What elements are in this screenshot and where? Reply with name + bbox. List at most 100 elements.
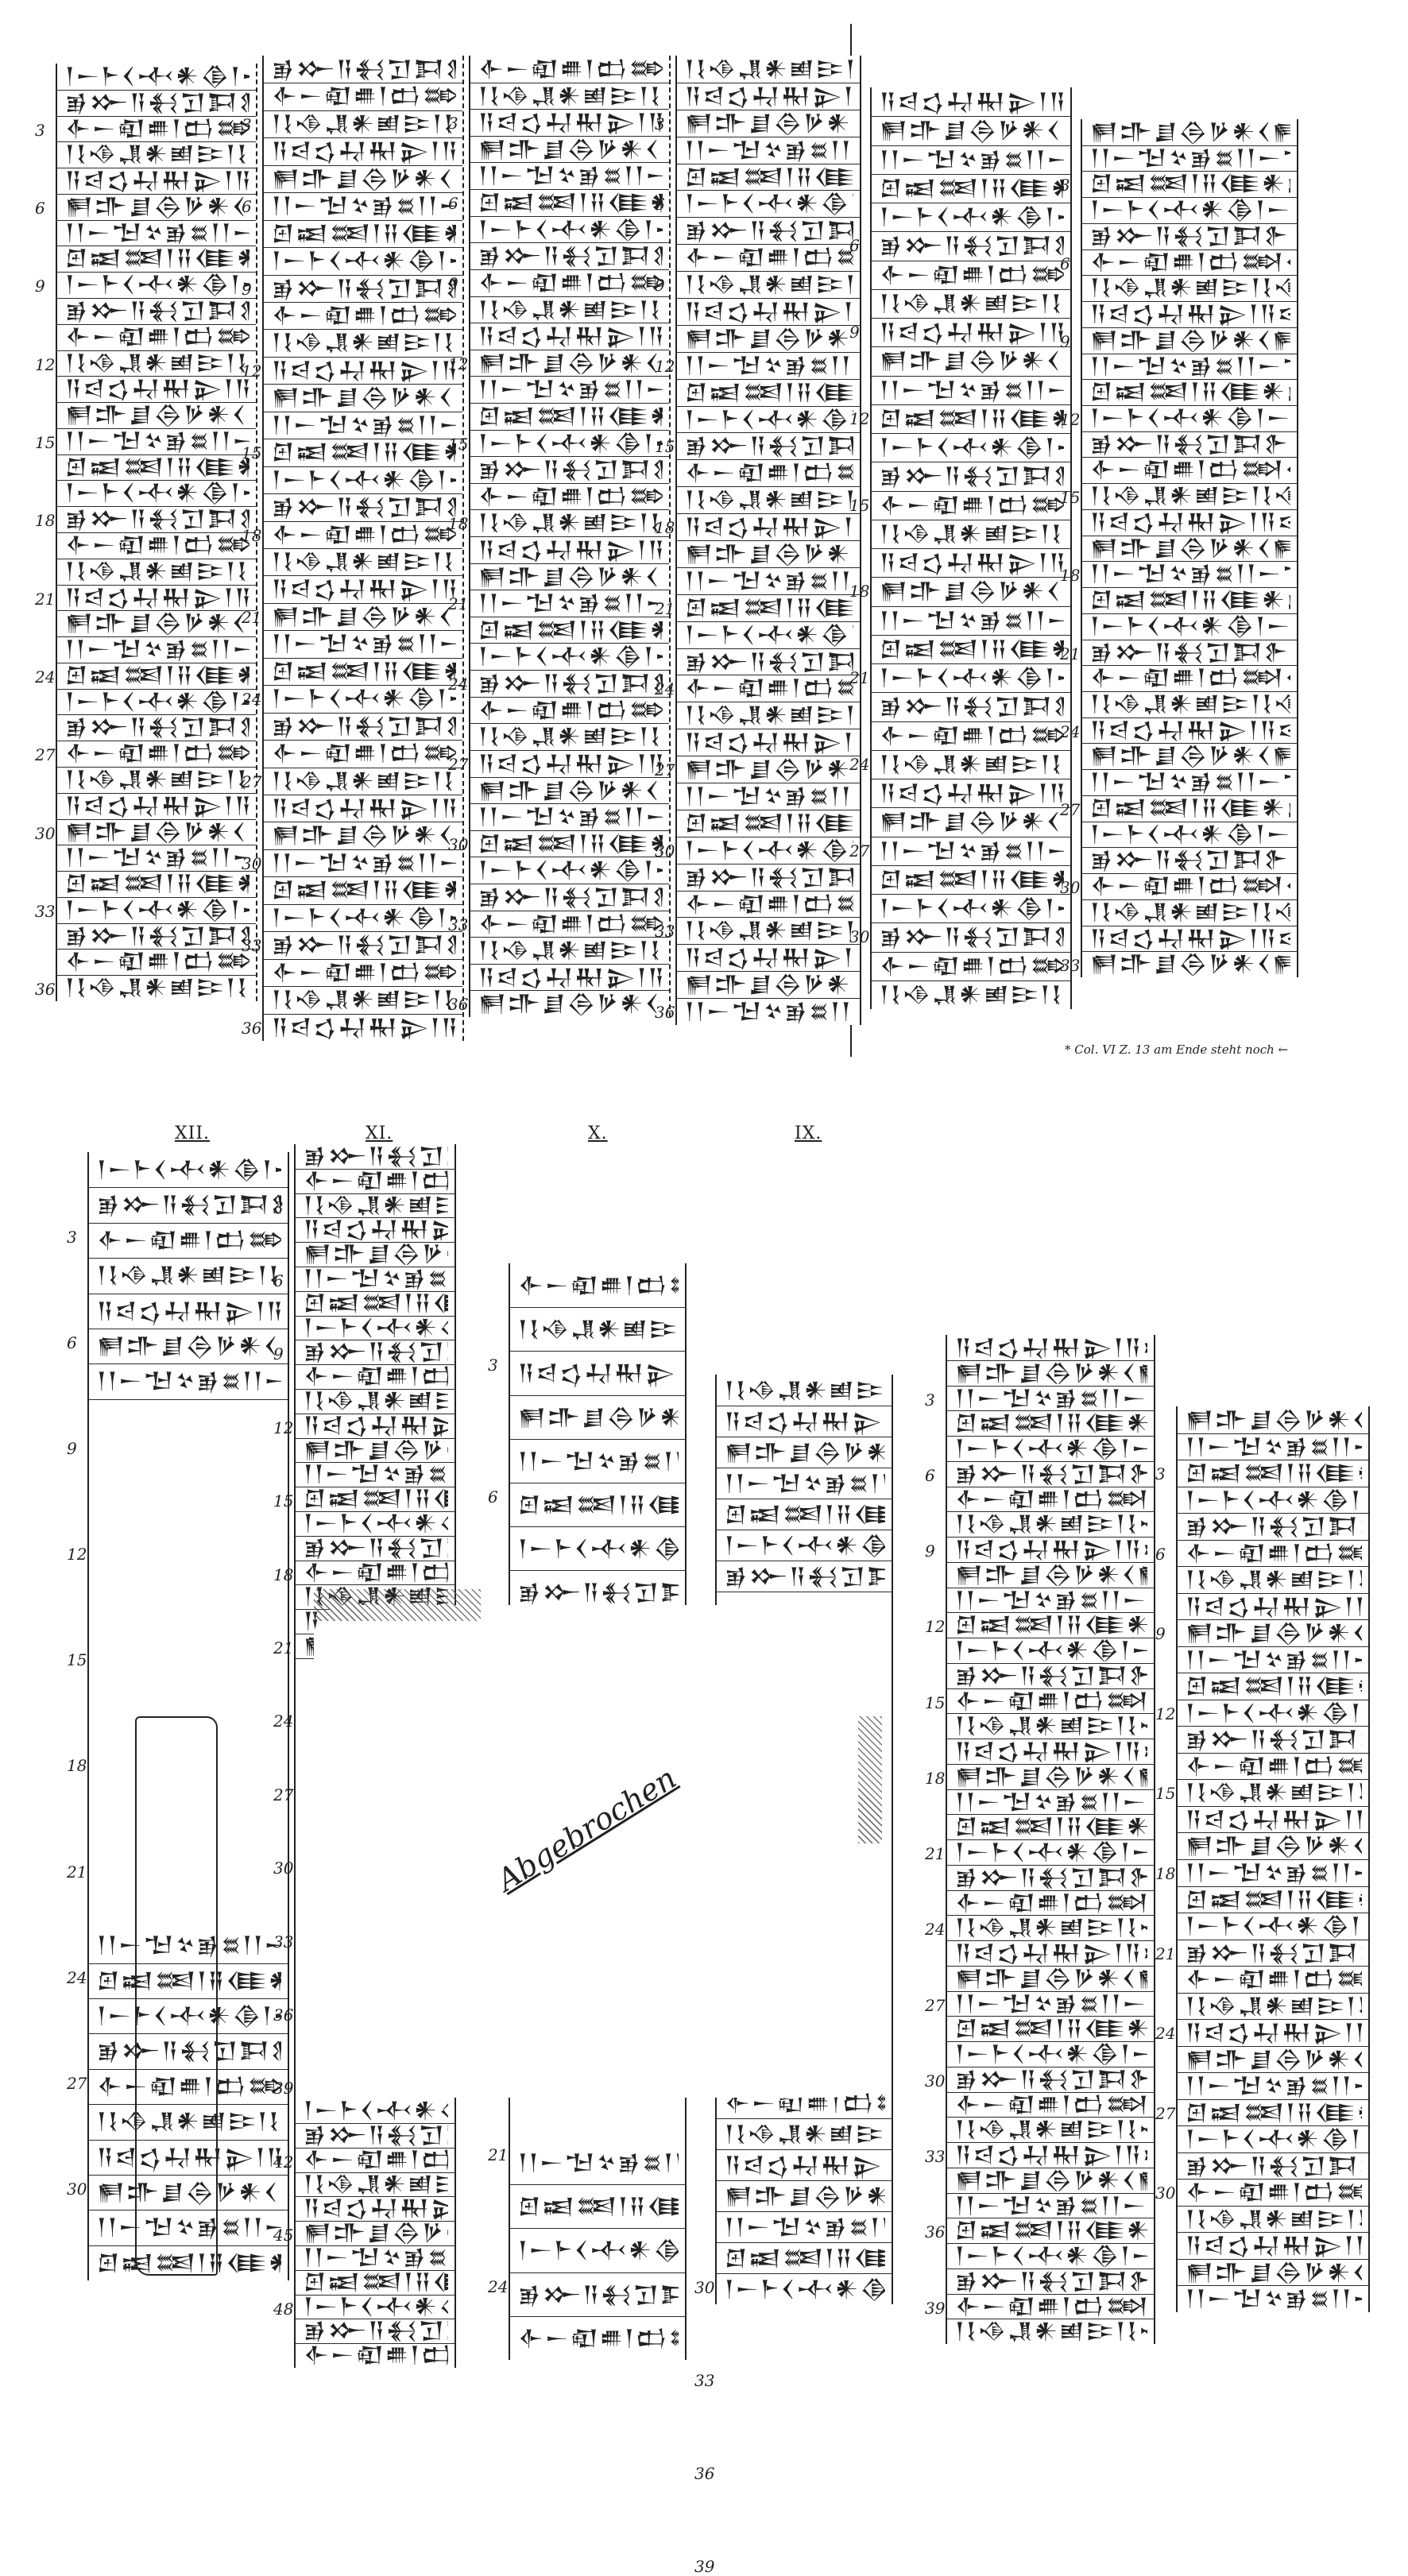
line-ruling bbox=[470, 376, 669, 377]
line-number: 3 bbox=[35, 120, 45, 140]
cuneiform-line: 𒀀𒁀𒌓𒄷𒊑𒉌𒁹𒀀𒁀𒌓𒄷𒊑𒉌𒁹 bbox=[65, 586, 249, 609]
line-ruling bbox=[57, 272, 256, 273]
line-ruling bbox=[264, 657, 462, 659]
line-ruling bbox=[264, 274, 462, 276]
cuneiform-line: 𒁹𒁹𒀸𒈠𒆳𒂊𒊺𒁹𒁹𒀸𒈠𒆳𒂊𒊺 bbox=[478, 591, 663, 615]
cuneiform-line: 𒁹𒀸𒈨𒌋𒋾𒀭𒆠𒁹𒀸𒈨𒌋𒋾𒀭𒆠 bbox=[518, 2237, 679, 2264]
cuneiform-line: 𒅆𒀸𒊏𒌑𒁹𒆗𒇷𒅆𒀸𒊏𒌑𒁹𒆗𒇷 bbox=[304, 2345, 448, 2366]
cuneiform-line: 𒁹𒀸𒈨𒌋𒋾𒀭𒆠𒁹𒀸𒈨𒌋𒋾𒀭𒆠 bbox=[65, 482, 249, 505]
line-ruling bbox=[1082, 405, 1297, 406]
cuneiform-line: 𒁹𒋙𒈾𒂗𒀭𒅖𒄿𒁹𒋙𒈾𒂗𒀭𒅖𒄿 bbox=[97, 2108, 281, 2135]
cuneiform-line: 𒁹𒀸𒈨𒌋𒋾𒀭𒆠𒁹𒀸𒈨𒌋𒋾𒀭𒆠 bbox=[65, 898, 249, 922]
line-ruling bbox=[872, 951, 1070, 953]
line-ruling bbox=[947, 1839, 1154, 1840]
cuneiform-line: 𒁹𒋙𒈾𒂗𒀭𒅖𒄿𒁹𒋙𒈾𒂗𒀭𒅖𒄿 bbox=[272, 550, 456, 574]
line-ruling bbox=[872, 605, 1070, 607]
cuneiform-line: 𒁹𒁹𒀸𒈠𒆳𒂊𒊺𒁹𒁹𒀸𒈠𒆳𒂊𒊺 bbox=[1090, 354, 1290, 378]
line-ruling bbox=[677, 621, 860, 622]
line-ruling bbox=[1178, 1779, 1368, 1781]
cuneiform-line: 𒅆𒀸𒊏𒌑𒁹𒆗𒇷𒅆𒀸𒊏𒌑𒁹𒆗𒇷 bbox=[65, 534, 249, 557]
cuneiform-line: 𒁹𒀸𒈨𒌋𒋾𒀭𒆠𒁹𒀸𒈨𒌋𒋾𒀭𒆠 bbox=[685, 837, 853, 862]
line-ruling bbox=[470, 643, 669, 644]
cuneiform-line: 𒂊𒁍𒀀𒈬𒋛𒁕𒉿𒂊𒁍𒀀𒈬𒋛𒁕𒉿 bbox=[478, 458, 663, 482]
cuneiform-line: 𒀀𒁀𒌓𒄷𒊑𒉌𒁹𒀀𒁀𒌓𒄷𒊑𒉌𒁹 bbox=[518, 1360, 679, 1387]
cuneiform-line: 𒁹𒁹𒀸𒈠𒆳𒂊𒊺𒁹𒁹𒀸𒈠𒆳𒂊𒊺 bbox=[955, 1790, 1147, 1813]
line-number: 24 bbox=[273, 1712, 294, 1731]
line-ruling bbox=[264, 356, 462, 358]
line-ruling bbox=[1082, 431, 1297, 432]
cuneiform-line: 𒇻𒀜𒌅𒁹𒍝𒈪𒀭𒇻𒀜𒌅𒁹𒍝𒈪𒀭 bbox=[518, 2193, 679, 2220]
cuneiform-line: 𒀀𒁀𒌓𒄷𒊑𒉌𒁹𒀀𒁀𒌓𒄷𒊑𒉌𒁹 bbox=[65, 377, 249, 401]
line-ruling bbox=[296, 2343, 455, 2345]
cuneiform-line: 𒂊𒁍𒀀𒈬𒋛𒁕𒉿𒂊𒁍𒀀𒈬𒋛𒁕𒉿 bbox=[880, 463, 1064, 489]
line-ruling bbox=[947, 1713, 1154, 1715]
line-ruling bbox=[89, 1222, 288, 1224]
line-number: 9 bbox=[448, 273, 458, 293]
cuneiform-line: 𒁹𒁹𒀸𒈠𒆳𒂊𒊺𒁹𒁹𒀸𒈠𒆳𒂊𒊺 bbox=[1186, 2287, 1362, 2311]
line-ruling bbox=[264, 740, 462, 741]
cuneiform-line: 𒀀𒁀𒌓𒄷𒊑𒉌𒁹𒀀𒁀𒌓𒄷𒊑𒉌𒁹 bbox=[955, 1336, 1147, 1359]
line-ruling bbox=[57, 115, 256, 117]
line-ruling bbox=[296, 2123, 455, 2124]
cuneiform-line: 𒂍𒈥𒋗𒁲𒃻𒀭𒌋𒂍𒈥𒋗𒁲𒃻𒀭𒌋 bbox=[1186, 1834, 1362, 1858]
line-ruling bbox=[947, 1511, 1154, 1513]
line-ruling bbox=[872, 404, 1070, 405]
line-ruling bbox=[470, 963, 669, 965]
line-ruling bbox=[57, 89, 256, 91]
line-ruling bbox=[677, 917, 860, 919]
cuneiform-line: 𒇻𒀜𒌅𒁹𒍝𒈪𒀭𒇻𒀜𒌅𒁹𒍝𒈪𒀭 bbox=[65, 247, 249, 271]
line-ruling bbox=[1178, 2019, 1368, 2021]
cuneiform-line: 𒂍𒈥𒋗𒁲𒃻𒀭𒌋𒂍𒈥𒋗𒁲𒃻𒀭𒌋 bbox=[685, 542, 853, 566]
line-ruling bbox=[717, 2273, 892, 2274]
cuneiform-line: 𒇻𒀜𒌅𒁹𒍝𒈪𒀭𒇻𒀜𒌅𒁹𒍝𒈪𒀭 bbox=[725, 1501, 885, 1527]
cuneiform-line: 𒂍𒈥𒋗𒁲𒃻𒀭𒌋𒂍𒈥𒋗𒁲𒃻𒀭𒌋 bbox=[1186, 1408, 1362, 1432]
line-number: 45 bbox=[273, 2226, 294, 2245]
cuneiform-line: 𒁹𒁹𒀸𒈠𒆳𒂊𒊺𒁹𒁹𒀸𒈠𒆳𒂊𒊺 bbox=[880, 377, 1064, 403]
line-number: 18 bbox=[849, 582, 870, 601]
line-ruling bbox=[1178, 1566, 1368, 1568]
cuneiform-line: 𒀀𒁀𒌓𒄷𒊑𒉌𒁹𒀀𒁀𒌓𒄷𒊑𒉌𒁹 bbox=[272, 139, 456, 164]
cuneiform-line: 𒅆𒀸𒊏𒌑𒁹𒆗𒇷𒅆𒀸𒊏𒌑𒁹𒆗𒇷 bbox=[272, 304, 456, 328]
line-ruling bbox=[470, 269, 669, 270]
cuneiform-line: 𒂊𒁍𒀀𒈬𒋛𒁕𒉿𒂊𒁍𒀀𒈬𒋛𒁕𒉿 bbox=[1186, 2153, 1362, 2178]
cuneiform-line: 𒁹𒀸𒈨𒌋𒋾𒀭𒆠𒁹𒀸𒈨𒌋𒋾𒀭𒆠 bbox=[1186, 2127, 1362, 2151]
cuneiform-line: 𒇻𒀜𒌅𒁹𒍝𒈪𒀭𒇻𒀜𒌅𒁹𒍝𒈪𒀭 bbox=[1186, 1887, 1362, 1912]
cuneiform-line: 𒅆𒀸𒊏𒌑𒁹𒆗𒇷𒅆𒀸𒊏𒌑𒁹𒆗𒇷 bbox=[478, 698, 663, 722]
cuneiform-line: 𒁹𒀸𒈨𒌋𒋾𒀭𒆠𒁹𒀸𒈨𒌋𒋾𒀭𒆠 bbox=[955, 1639, 1147, 1661]
cuneiform-line: 𒅆𒀸𒊏𒌑𒁹𒆗𒇷𒅆𒀸𒊏𒌑𒁹𒆗𒇷 bbox=[272, 960, 456, 985]
line-ruling bbox=[264, 931, 462, 933]
line-ruling bbox=[1178, 1592, 1368, 1594]
cuneiform-line: 𒇻𒀜𒌅𒁹𒍝𒈪𒀭𒇻𒀜𒌅𒁹𒍝𒈪𒀭 bbox=[272, 221, 456, 246]
cuneiform-line: 𒁹𒁹𒀸𒈠𒆳𒂊𒊺𒁹𒁹𒀸𒈠𒆳𒂊𒊺 bbox=[518, 1447, 679, 1474]
cuneiform-line: 𒇻𒀜𒌅𒁹𒍝𒈪𒀭𒇻𒀜𒌅𒁹𒍝𒈪𒀭 bbox=[955, 1412, 1147, 1434]
cuneiform-line: 𒁹𒋙𒈾𒂗𒀭𒅖𒄿𒁹𒋙𒈾𒂗𒀭𒅖𒄿 bbox=[1090, 900, 1290, 924]
cuneiform-line: 𒁹𒋙𒈾𒂗𒀭𒅖𒄿𒁹𒋙𒈾𒂗𒀭𒅖𒄿 bbox=[518, 1316, 679, 1343]
cuneiform-line: 𒂊𒁍𒀀𒈬𒋛𒁕𒉿𒂊𒁍𒀀𒈬𒋛𒁕𒉿 bbox=[685, 219, 853, 243]
line-number: 33 bbox=[694, 2371, 715, 2390]
cuneiform-line: 𒁹𒋙𒈾𒂗𒀭𒅖𒄿𒁹𒋙𒈾𒂗𒀭𒅖𒄿 bbox=[1186, 1994, 1362, 2018]
cuneiform-line: 𒂊𒁍𒀀𒈬𒋛𒁕𒉿𒂊𒁍𒀀𒈬𒋛𒁕𒉿 bbox=[272, 495, 456, 520]
line-number: 30 bbox=[273, 1859, 294, 1878]
upper-column-iv: 𒁹𒋙𒈾𒂗𒀭𒅖𒄿𒁹𒋙𒈾𒂗𒀭𒅖𒄿𒀀𒁀𒌓𒄷𒊑𒉌𒁹𒀀𒁀𒌓𒄷𒊑𒉌𒁹𒂍𒈥𒋗𒁲𒃻𒀭𒌋𒂍𒈥𒋗𒁲𒃻… bbox=[675, 56, 861, 1025]
line-ruling bbox=[510, 1570, 685, 1572]
line-ruling bbox=[1082, 717, 1297, 718]
cuneiform-line: 𒀀𒁀𒌓𒄷𒊑𒉌𒁹𒀀𒁀𒌓𒄷𒊑𒉌𒁹 bbox=[725, 1408, 885, 1434]
cuneiform-line: 𒂍𒈥𒋗𒁲𒃻𒀭𒌋𒂍𒈥𒋗𒁲𒃻𒀭𒌋 bbox=[478, 137, 663, 161]
line-ruling bbox=[1178, 1966, 1368, 1967]
cuneiform-line: 𒁹𒁹𒀸𒈠𒆳𒂊𒊺𒁹𒁹𒀸𒈠𒆳𒂊𒊺 bbox=[685, 353, 853, 377]
line-number: 6 bbox=[655, 195, 665, 215]
cuneiform-line: 𒀀𒁀𒌓𒄷𒊑𒉌𒁹𒀀𒁀𒌓𒄷𒊑𒉌𒁹 bbox=[685, 946, 853, 970]
cuneiform-line: 𒀀𒁀𒌓𒄷𒊑𒉌𒁹𒀀𒁀𒌓𒄷𒊑𒉌𒁹 bbox=[955, 2144, 1147, 2166]
cuneiform-line: 𒂍𒈥𒋗𒁲𒃻𒀭𒌋𒂍𒈥𒋗𒁲𒃻𒀭𒌋 bbox=[1090, 121, 1290, 144]
cuneiform-line: 𒂊𒁍𒀀𒈬𒋛𒁕𒉿𒂊𒁍𒀀𒈬𒋛𒁕𒉿 bbox=[478, 671, 663, 695]
line-ruling bbox=[947, 1789, 1154, 1790]
line-number: 27 bbox=[35, 745, 56, 765]
cuneiform-line: 𒁹𒀸𒈨𒌋𒋾𒀭𒆠𒁹𒀸𒈨𒌋𒋾𒀭𒆠 bbox=[478, 644, 663, 669]
cuneiform-line: 𒀀𒁀𒌓𒄷𒊑𒉌𒁹𒀀𒁀𒌓𒄷𒊑𒉌𒁹 bbox=[685, 300, 853, 323]
cuneiform-line: 𒂍𒈥𒋗𒁲𒃻𒀭𒌋𒂍𒈥𒋗𒁲𒃻𒀭𒌋 bbox=[725, 2183, 885, 2209]
cuneiform-line: 𒁹𒁹𒀸𒈠𒆳𒂊𒊺𒁹𒁹𒀸𒈠𒆳𒂊𒊺 bbox=[955, 1387, 1147, 1410]
line-number: 33 bbox=[242, 936, 262, 956]
cuneiform-line: 𒇻𒀜𒌅𒁹𒍝𒈪𒀭𒇻𒀜𒌅𒁹𒍝𒈪𒀭 bbox=[65, 872, 249, 895]
cuneiform-line: 𒀀𒁀𒌓𒄷𒊑𒉌𒁹𒀀𒁀𒌓𒄷𒊑𒉌𒁹 bbox=[685, 515, 853, 539]
cuneiform-line: 𒅆𒀸𒊏𒌑𒁹𒆗𒇷𒅆𒀸𒊏𒌑𒁹𒆗𒇷 bbox=[97, 2072, 281, 2099]
